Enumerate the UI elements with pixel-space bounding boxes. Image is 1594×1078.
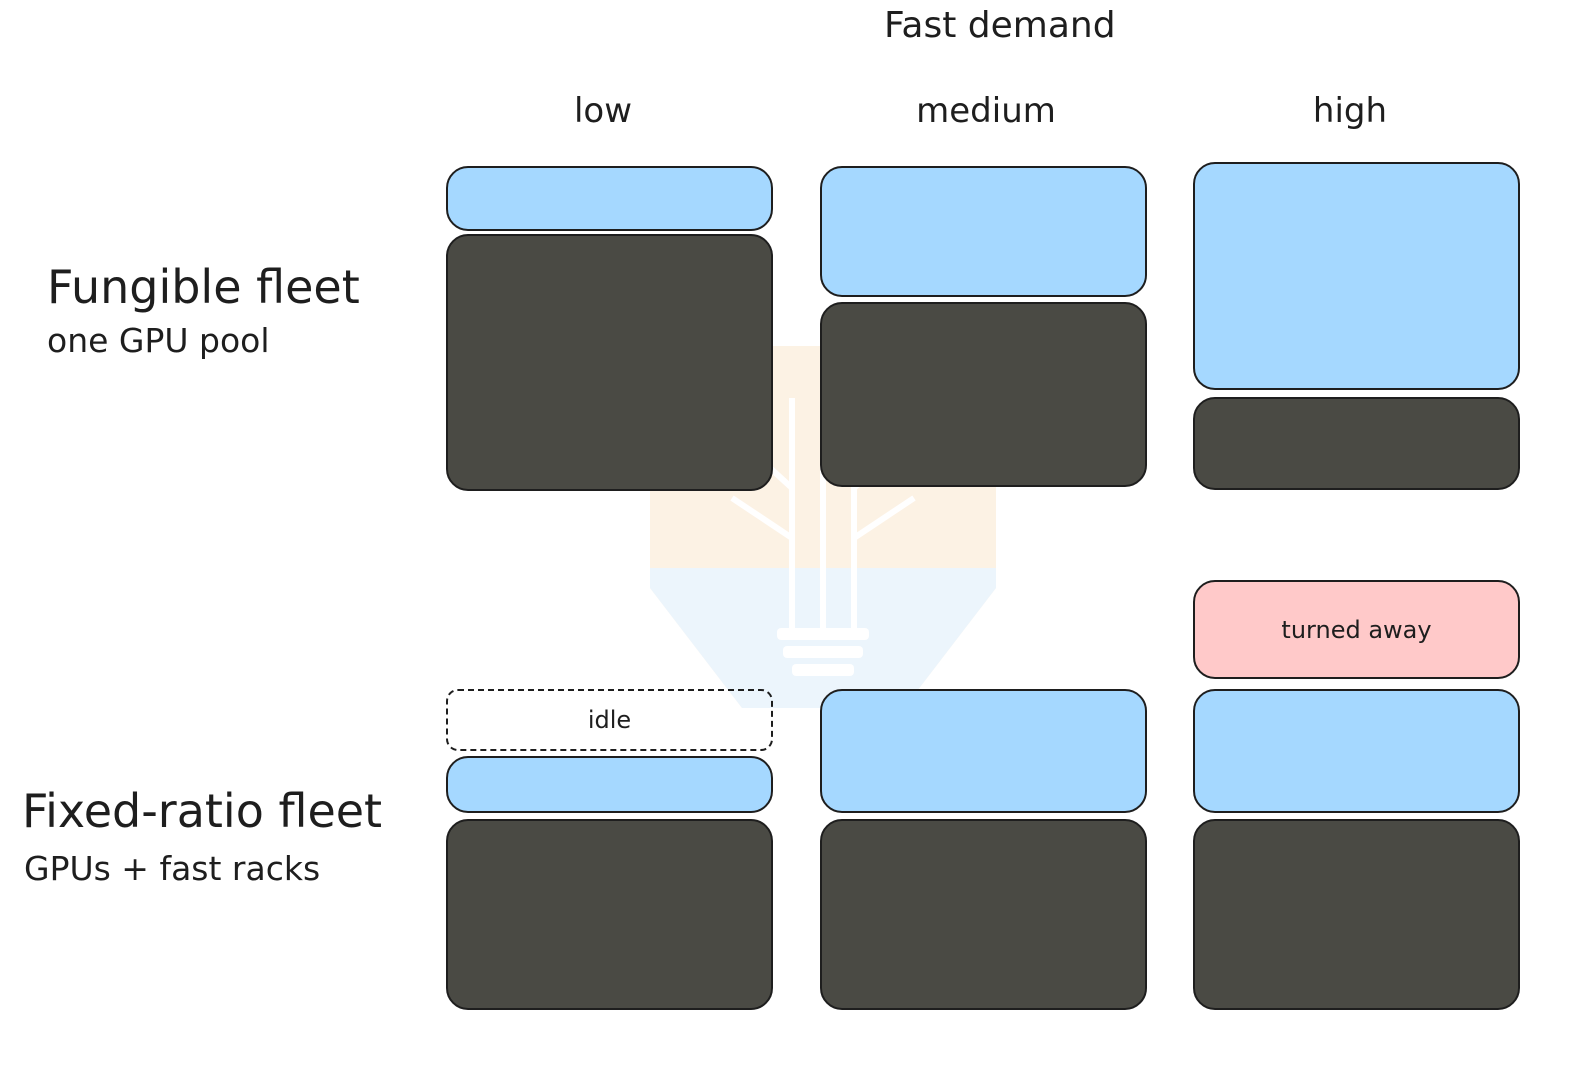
fixed-low-idle-block: idle <box>446 689 773 751</box>
fixed-high-base-block <box>1193 819 1520 1010</box>
fungible-medium-fast-block <box>820 166 1147 297</box>
row-sublabel-fixed-ratio-fleet: GPUs + fast racks <box>24 849 321 888</box>
row-label-fungible-fleet: Fungible fleet <box>47 260 360 314</box>
row-label-fixed-ratio-fleet: Fixed-ratio fleet <box>22 784 383 838</box>
column-header-low: low <box>573 91 633 131</box>
fixed-medium-fast-block <box>820 689 1147 813</box>
fungible-low-fast-block <box>446 166 773 231</box>
column-header-high: high <box>1312 91 1388 131</box>
idle-label: idle <box>587 706 632 734</box>
diagram-title: Fast demand <box>884 5 1116 46</box>
row-sublabel-fungible-fleet: one GPU pool <box>47 321 270 360</box>
fixed-high-turned-away-block: turned away <box>1193 580 1520 679</box>
turned-away-label: turned away <box>1281 615 1432 644</box>
fungible-high-base-block <box>1193 397 1520 490</box>
fixed-high-fast-block <box>1193 689 1520 813</box>
fixed-low-base-block <box>446 819 773 1010</box>
fixed-medium-base-block <box>820 819 1147 1010</box>
column-header-medium: medium <box>916 91 1056 131</box>
fixed-low-fast-block <box>446 756 773 813</box>
fungible-low-base-block <box>446 234 773 491</box>
fungible-medium-base-block <box>820 302 1147 487</box>
fungible-high-fast-block <box>1193 162 1520 390</box>
